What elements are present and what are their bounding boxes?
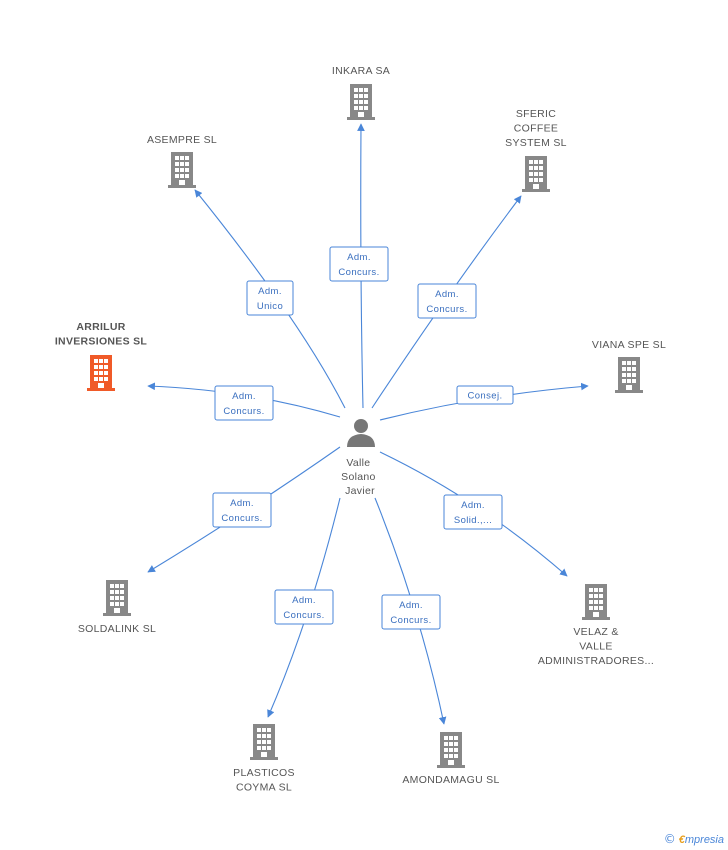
person-icon [347, 419, 375, 447]
building-icon [615, 357, 643, 393]
brand-logo-initial: € [678, 834, 685, 846]
company-node-amondamagu[interactable]: AMONDAMAGU SL [402, 732, 499, 786]
company-name-inkara: INKARA SA [332, 65, 390, 77]
copyright-symbol: © [663, 832, 676, 846]
edges-layer: Adm.Concurs.Adm.UnicoAdm.Concurs.Adm.Con… [147, 123, 589, 725]
footer-brand: © €mpresia [664, 832, 724, 846]
edge-label-inkara: Adm.Concurs. [338, 252, 379, 278]
company-node-soldalink[interactable]: SOLDALINK SL [78, 580, 156, 635]
edge-label-box-amondamagu[interactable] [381, 594, 441, 630]
company-node-inkara[interactable]: INKARA SA [332, 65, 390, 120]
building-icon [103, 580, 131, 616]
edge-velaz: Adm.Solid.,... [379, 451, 568, 577]
building-icon [87, 355, 115, 391]
company-node-viana[interactable]: VIANA SPE SL [592, 339, 666, 393]
edge-label-viana: Consej. [467, 391, 502, 402]
company-name-asempre: ASEMPRE SL [147, 134, 217, 146]
company-name-amondamagu: AMONDAMAGU SL [402, 774, 499, 786]
edge-label-box-asempre[interactable] [246, 280, 294, 316]
center-person-name: Valle Solano Javier [341, 457, 379, 497]
building-icon [250, 724, 278, 760]
building-icon [582, 584, 610, 620]
edge-inkara: Adm.Concurs. [329, 123, 389, 409]
edge-label-box-plasticos[interactable] [274, 589, 334, 625]
building-icon [347, 84, 375, 120]
edge-label-arrilur: Adm.Concurs. [223, 391, 264, 417]
edge-label-amondamagu: Adm.Concurs. [390, 600, 431, 626]
building-icon [168, 152, 196, 188]
edge-label-velaz: Adm.Solid.,... [454, 500, 492, 526]
edge-label-asempre: Adm.Unico [257, 286, 283, 312]
edge-plasticos: Adm.Concurs. [267, 497, 341, 718]
edge-asempre: Adm.Unico [194, 189, 346, 409]
center-person-node[interactable]: Valle Solano Javier [341, 419, 379, 497]
edge-arrilur: Adm.Concurs. [147, 382, 341, 421]
edge-soldalink: Adm.Concurs. [147, 446, 341, 573]
edge-label-box-velaz[interactable] [443, 494, 503, 530]
edge-viana: Consej. [379, 382, 589, 421]
brand-logo-text: mpresia [684, 834, 724, 846]
edge-label-box-sferic[interactable] [417, 283, 477, 319]
company-name-viana: VIANA SPE SL [592, 339, 666, 351]
company-node-asempre[interactable]: ASEMPRE SL [147, 134, 217, 188]
company-name-soldalink: SOLDALINK SL [78, 623, 156, 635]
edge-amondamagu: Adm.Concurs. [374, 497, 447, 725]
edge-label-plasticos: Adm.Concurs. [283, 595, 324, 621]
building-icon [522, 156, 550, 192]
edge-label-box-arrilur[interactable] [214, 385, 274, 421]
edge-label-box-soldalink[interactable] [212, 492, 272, 528]
edge-label-box-inkara[interactable] [329, 246, 389, 282]
edge-label-box-viana[interactable] [456, 385, 514, 405]
edge-label-sferic: Adm.Concurs. [426, 289, 467, 315]
building-icon [437, 732, 465, 768]
edge-label-soldalink: Adm.Concurs. [221, 498, 262, 524]
edge-sferic: Adm.Concurs. [371, 195, 522, 409]
